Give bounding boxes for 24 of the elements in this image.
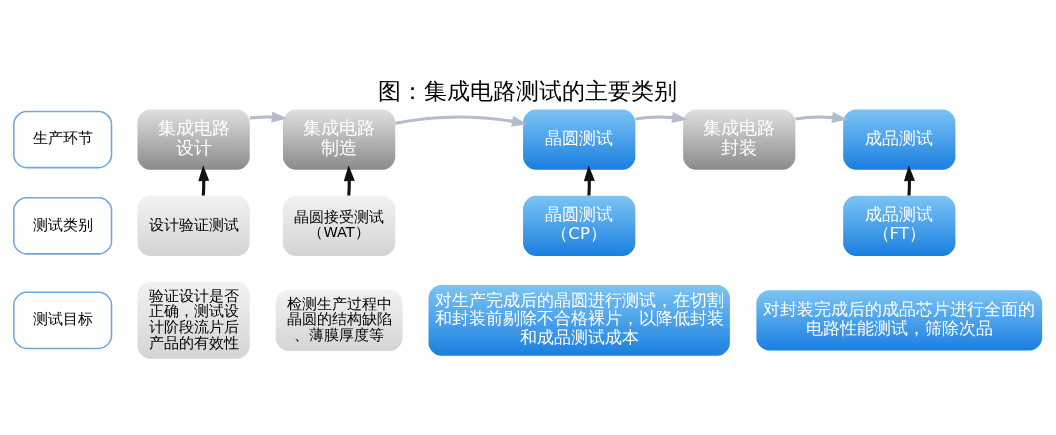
node-box: 测试类别	[13, 196, 113, 255]
node-box: 晶圆测试（CP）	[523, 195, 636, 256]
node-box: 集成电路设计	[137, 109, 250, 170]
node-box: 设计验证测试	[137, 195, 250, 256]
arrow	[795, 112, 848, 123]
node-box: 成品测试（FT）	[843, 195, 956, 256]
arrow	[249, 111, 288, 123]
node-box: 集成电路制造	[283, 109, 396, 170]
node-box: 集成电路封装	[683, 109, 796, 170]
arrow	[343, 165, 355, 196]
arrow	[903, 165, 915, 196]
node-box: 测试目标	[13, 291, 113, 350]
node-box: 检测生产过程中晶圆的结构缺陷、薄膜厚度等	[275, 289, 403, 352]
arrow	[395, 115, 528, 127]
node-box: 成品测试	[843, 109, 956, 170]
node-box: 对生产完成后的晶圆进行测试，在切割和封装前剔除不合格裸片，以降低封装和成品测试成本	[428, 285, 730, 356]
arrow	[583, 165, 595, 196]
node-box: 生产环节	[13, 110, 113, 169]
node-box: 验证设计是否正确，测试设计阶段流片后产品的有效性	[137, 281, 250, 359]
diagram-title: 图：集成电路测试的主要类别	[378, 77, 678, 104]
node-box: 晶圆接受测试（WAT）	[283, 195, 396, 256]
node-box: 晶圆测试	[523, 109, 636, 170]
arrow	[635, 112, 688, 123]
node-box: 对封装完成后的成品芯片进行全面的电路性能测试，筛除次品	[756, 290, 1043, 351]
